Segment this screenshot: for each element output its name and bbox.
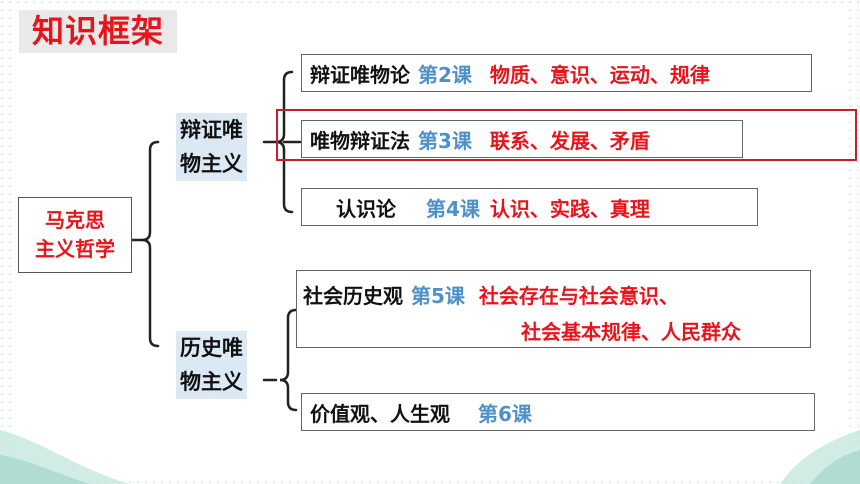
item-topic: 认识论: [336, 196, 396, 221]
root-node-marxist-philosophy: 马克思 主义哲学: [18, 197, 132, 273]
item-content: 联系、发展、矛盾: [489, 128, 650, 153]
root-label-line1: 马克思: [45, 208, 105, 232]
item-box-values-life-view: 价值观、人生观 第6课: [301, 393, 815, 431]
item-lesson: 第4课: [426, 196, 480, 221]
item-lesson: 第2课: [418, 62, 472, 87]
item-box-social-history-view: 社会历史观 第5课 社会存在与社会意识、 社会基本规律、人民群众: [296, 270, 811, 348]
root-label-line2: 主义哲学: [35, 237, 115, 261]
item-topic: 唯物辩证法: [310, 128, 410, 153]
item-box-epistemology: 认识论 第4课 认识、实践、真理: [301, 188, 758, 226]
item-box-dialectical-materialism-theory: 辩证唯物论 第2课 物质、意识、运动、规律: [301, 54, 812, 92]
item-content: 物质、意识、运动、规律: [489, 62, 710, 87]
branch-node-dialectical-materialism: 辩证唯 物主义: [176, 113, 247, 181]
item-lesson: 第6课: [478, 401, 532, 426]
branch-label-line2: 物主义: [180, 370, 243, 394]
branch-label-line1: 辩证唯: [180, 118, 243, 142]
branch-label-line2: 物主义: [180, 152, 243, 176]
branch-node-historical-materialism: 历史唯 物主义: [176, 331, 247, 399]
item-content-line2: 社会基本规律、人民群众: [521, 319, 741, 344]
highlight-frame: [276, 109, 857, 161]
item-topic: 社会历史观: [303, 283, 403, 308]
item-content: 认识、实践、真理: [489, 196, 650, 221]
item-topic: 价值观、人生观: [310, 401, 450, 426]
item-box-materialist-dialectics: 唯物辩证法 第3课 联系、发展、矛盾: [301, 120, 743, 158]
branch-label-line1: 历史唯: [180, 336, 243, 360]
item-lesson: 第3课: [418, 128, 472, 153]
item-lesson: 第5课: [411, 283, 465, 308]
item-content: 社会存在与社会意识、: [478, 283, 679, 308]
item-topic: 辩证唯物论: [310, 62, 410, 87]
page-title: 知识框架: [19, 10, 177, 53]
